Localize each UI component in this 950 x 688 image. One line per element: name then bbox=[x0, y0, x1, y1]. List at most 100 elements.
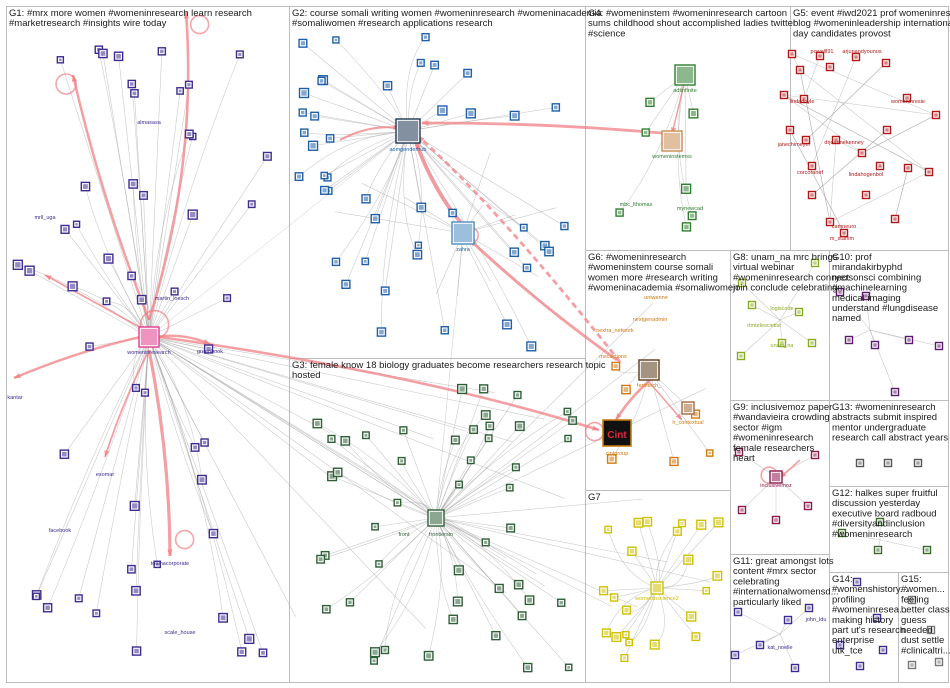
g7-node-16-avatar bbox=[704, 589, 708, 593]
edge bbox=[656, 524, 702, 589]
g2-node-8-avatar bbox=[419, 61, 423, 65]
edge bbox=[435, 460, 472, 519]
g3-node-19-avatar bbox=[520, 613, 525, 618]
g1-node-49-avatar bbox=[206, 346, 211, 352]
cint-logo-text: Cint bbox=[607, 430, 627, 441]
edge bbox=[619, 74, 686, 213]
arrowhead bbox=[183, 12, 190, 19]
g5-node-15-avatar bbox=[860, 151, 864, 155]
g3-node-0-avatar bbox=[383, 648, 387, 652]
edge bbox=[148, 336, 537, 575]
g11-node-4-avatar bbox=[793, 666, 797, 670]
group-title-line: G15: bbox=[901, 574, 922, 585]
group-box-g2 bbox=[289, 6, 586, 359]
g2-node-3-avatar bbox=[562, 224, 567, 228]
g11-node-2-avatar bbox=[786, 618, 790, 622]
g8-node-2-avatar bbox=[810, 341, 814, 345]
g3-node-1-avatar bbox=[525, 665, 530, 670]
g5-node-8-avatar bbox=[905, 96, 909, 100]
edge bbox=[148, 214, 193, 338]
edge bbox=[839, 291, 871, 331]
edge bbox=[805, 62, 887, 141]
node-label-arjunandyounus: arjunandyounus bbox=[842, 49, 881, 55]
g1-node-50-avatar bbox=[246, 636, 252, 642]
group-title-line: celebrating bbox=[733, 576, 779, 587]
edge bbox=[648, 369, 710, 454]
edge bbox=[435, 517, 460, 571]
g8-node-6-avatar bbox=[750, 303, 754, 307]
g3-node-18-avatar bbox=[517, 423, 523, 429]
g2-node-11-avatar bbox=[363, 196, 369, 202]
g7-node-8-avatar bbox=[680, 521, 684, 525]
g3-node-31-avatar bbox=[372, 649, 378, 655]
group-title-line: better class bbox=[901, 605, 950, 616]
node-label-drjoannekenney: drjoannekenney bbox=[824, 140, 863, 146]
group-title-line: #diversityandinclusion bbox=[832, 519, 925, 530]
g1-node-27-avatar bbox=[139, 297, 145, 303]
edge bbox=[435, 517, 497, 636]
edge bbox=[148, 51, 163, 338]
edge bbox=[335, 211, 464, 234]
g1-node-46-avatar bbox=[134, 386, 138, 390]
node-adtinfinite-avatar bbox=[676, 66, 694, 84]
edge bbox=[435, 411, 568, 519]
g2-node-10-avatar bbox=[522, 226, 526, 230]
group-title-line: hosted bbox=[292, 370, 321, 381]
g7-node-21-avatar bbox=[627, 641, 631, 644]
edge bbox=[303, 92, 409, 132]
g2-node-15-avatar bbox=[528, 343, 534, 349]
g7-node-6-avatar bbox=[622, 656, 626, 660]
node-label-unam_na: unam_na bbox=[771, 343, 795, 349]
g8-node-1-avatar bbox=[780, 341, 784, 345]
g12-node-1-avatar bbox=[876, 548, 880, 552]
g5-node-18-avatar bbox=[927, 170, 931, 174]
edge bbox=[803, 55, 821, 100]
node-label-uniwenne: uniwenne bbox=[644, 295, 668, 301]
edge bbox=[361, 183, 464, 234]
g7-node-1-avatar bbox=[652, 642, 658, 648]
g3-node-5-avatar bbox=[401, 428, 405, 432]
g5-node-5-avatar bbox=[884, 61, 888, 65]
edge bbox=[435, 438, 569, 519]
strong-edge-wir-mrll_uga bbox=[44, 274, 146, 331]
g1-node-25-avatar bbox=[75, 223, 78, 226]
group-title-line: #machinelearning bbox=[832, 283, 907, 294]
g2-node-31-avatar bbox=[414, 252, 420, 258]
group-title-line: executive board radboud bbox=[832, 508, 937, 519]
g3-node-4-avatar bbox=[570, 418, 575, 423]
g1-node-29-avatar bbox=[202, 440, 207, 445]
group-title-g1: G1: #mrx more women #womeninresearch lea… bbox=[9, 8, 252, 29]
g2-node-2-avatar bbox=[373, 216, 378, 221]
g2-node-35-avatar bbox=[322, 174, 326, 177]
node-label-camneuro: camneuro bbox=[832, 224, 856, 230]
edge bbox=[364, 130, 409, 262]
node-label-kantar: kantar bbox=[7, 395, 22, 401]
g3-node-33-avatar bbox=[457, 483, 461, 487]
edge bbox=[148, 336, 250, 640]
g3-node-35-avatar bbox=[487, 424, 492, 428]
node-aomgenderhub-avatar bbox=[397, 120, 419, 142]
edge bbox=[407, 130, 550, 252]
g11-node-1-avatar bbox=[736, 610, 740, 614]
g6-node-2-avatar bbox=[613, 364, 618, 369]
g1-node-19-avatar bbox=[133, 588, 139, 594]
g1-node-0-avatar bbox=[143, 391, 147, 395]
edge bbox=[373, 517, 437, 661]
edge bbox=[325, 517, 437, 556]
edge bbox=[324, 130, 409, 176]
g6-node-3-avatar bbox=[708, 451, 712, 455]
g1-node-39-avatar bbox=[187, 132, 192, 137]
g2-node-30-avatar bbox=[418, 205, 424, 210]
g4-node-6-avatar bbox=[647, 100, 653, 105]
g4-node-5-avatar bbox=[690, 213, 695, 218]
edge bbox=[435, 349, 656, 519]
g1-node-24-avatar bbox=[87, 344, 92, 349]
edge bbox=[60, 59, 150, 338]
edge bbox=[835, 139, 863, 154]
group-title-g4: G4: #womeninstem #womeninresearch cartoo… bbox=[588, 8, 796, 39]
node-label-nextra_network: nextra_network bbox=[596, 328, 634, 334]
edge bbox=[36, 336, 150, 596]
group-title-line: G11: great amongst lots bbox=[733, 556, 834, 567]
